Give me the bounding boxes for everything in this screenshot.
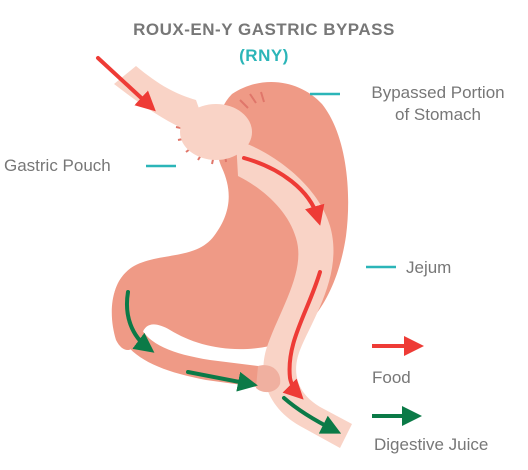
- bypassed-stomach: [111, 81, 349, 351]
- label-bypassed-line2: of Stomach: [395, 105, 481, 124]
- biliopancreatic-limb: [113, 266, 275, 388]
- diagram-title: ROUX-EN-Y GASTRIC BYPASS: [133, 20, 395, 39]
- label-bypassed-line1: Bypassed Portion: [371, 83, 505, 102]
- juice-arrow-1: [125, 290, 155, 353]
- label-gastric-pouch: Gastric Pouch: [4, 156, 111, 175]
- food-arrows: [96, 56, 325, 400]
- legend-juice-label: Digestive Juice: [374, 435, 489, 454]
- limb-joint: [256, 365, 281, 393]
- food-arrow-esophagus: [96, 56, 156, 112]
- juice-arrow-2: [186, 370, 258, 392]
- gastric-pouch: [180, 104, 252, 160]
- legend-food-label: Food: [372, 368, 411, 387]
- label-jejum: Jejum: [406, 258, 452, 277]
- diagram-subtitle: (RNY): [239, 46, 289, 65]
- juice-arrows: [125, 290, 342, 434]
- food-arrow-pouch: [242, 156, 325, 226]
- juice-arrow-3: [282, 396, 342, 434]
- label-bypassed-portion: Bypassed Portion of Stomach: [350, 82, 526, 126]
- food-arrow-jejunum: [282, 270, 322, 400]
